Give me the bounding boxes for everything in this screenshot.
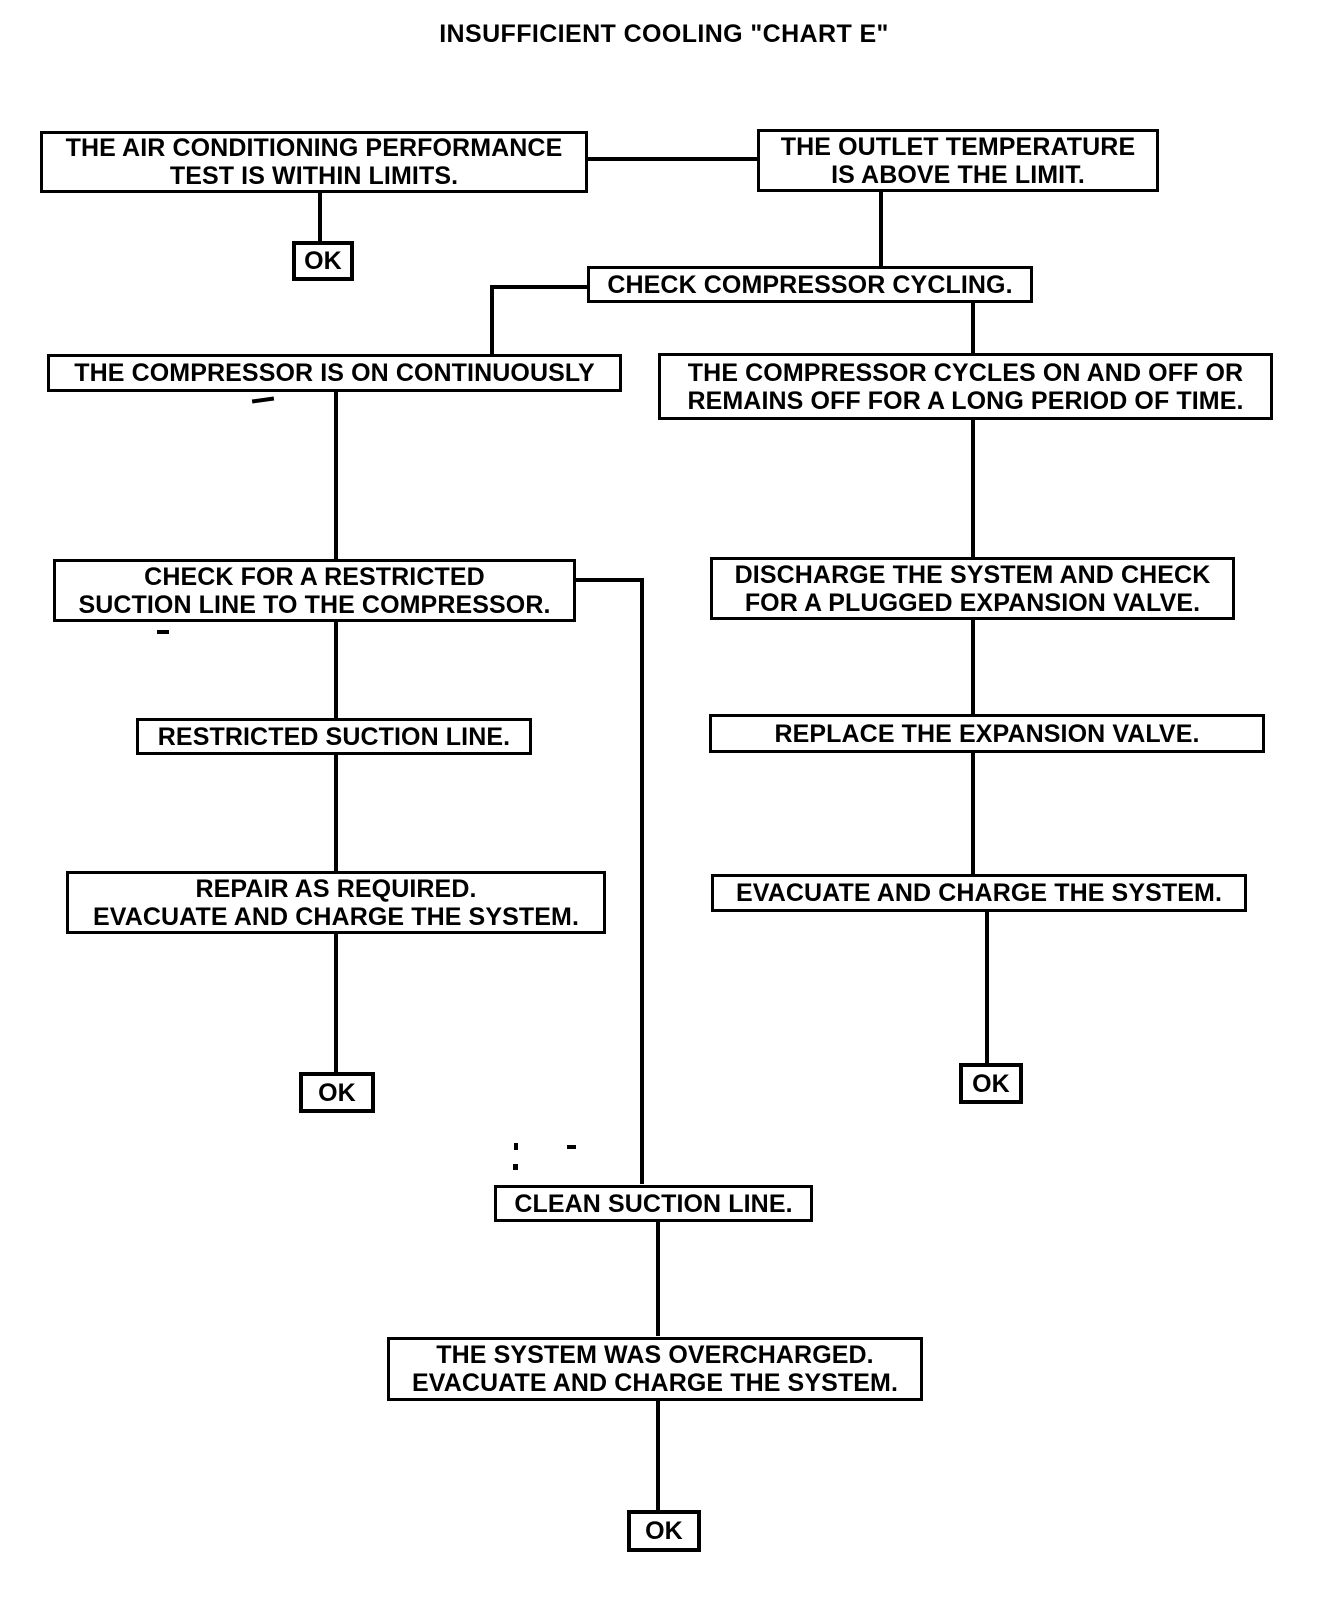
- edge-restricted-line-to-repair: [334, 752, 338, 872]
- node-check-compressor-cycling[interactable]: CHECK COMPRESSOR CYCLING.: [587, 266, 1033, 303]
- page-title: INSUFFICIENT COOLING "CHART E": [439, 20, 889, 48]
- node-ok-1[interactable]: OK: [292, 241, 354, 281]
- node-ok-4[interactable]: OK: [627, 1510, 701, 1552]
- node-label: REPLACE THE EXPANSION VALVE.: [774, 719, 1200, 748]
- node-label: THE SYSTEM WAS OVERCHARGED. EVACUATE AND…: [412, 1341, 898, 1397]
- edge-clean-suction-to-overcharged: [656, 1216, 660, 1336]
- edge-check-cycling-left-vertical: [490, 285, 494, 357]
- node-label: OK: [304, 247, 342, 275]
- node-label: OK: [645, 1517, 683, 1545]
- node-ok-2[interactable]: OK: [299, 1072, 375, 1113]
- node-evacuate-and-charge-system[interactable]: EVACUATE AND CHARGE THE SYSTEM.: [711, 874, 1247, 912]
- edge-outlet-to-check-cycling: [879, 192, 883, 267]
- node-compressor-on-continuously[interactable]: THE COMPRESSOR IS ON CONTINUOUSLY: [47, 354, 622, 392]
- edge-check-suction-right-horizontal: [576, 578, 644, 582]
- node-label: EVACUATE AND CHARGE THE SYSTEM.: [736, 879, 1222, 907]
- edge-performance-to-ok: [318, 192, 322, 242]
- node-label: THE OUTLET TEMPERATURE IS ABOVE THE LIMI…: [780, 132, 1136, 189]
- edge-check-cycling-left-horizontal: [490, 285, 590, 289]
- node-repair-as-required[interactable]: REPAIR AS REQUIRED. EVACUATE AND CHARGE …: [66, 871, 606, 934]
- node-restricted-suction-line[interactable]: RESTRICTED SUCTION LINE.: [136, 718, 532, 755]
- node-clean-suction-line[interactable]: CLEAN SUCTION LINE.: [494, 1185, 813, 1222]
- edge-check-cycling-to-compressor-cycles: [971, 300, 975, 355]
- node-check-restricted-suction-line[interactable]: CHECK FOR A RESTRICTED SUCTION LINE TO T…: [53, 559, 576, 622]
- node-label: RESTRICTED SUCTION LINE.: [157, 722, 511, 751]
- node-label: CHECK COMPRESSOR CYCLING.: [607, 270, 1013, 299]
- node-compressor-cycles-on-off[interactable]: THE COMPRESSOR CYCLES ON AND OFF OR REMA…: [658, 353, 1273, 420]
- node-label: DISCHARGE THE SYSTEM AND CHECK FOR A PLU…: [734, 560, 1211, 617]
- edge-replace-valve-to-evacuate: [971, 752, 975, 874]
- node-replace-expansion-valve[interactable]: REPLACE THE EXPANSION VALVE.: [709, 714, 1265, 753]
- scan-artifact: [513, 1164, 518, 1170]
- node-label: THE AIR CONDITIONING PERFORMANCE TEST IS…: [65, 134, 563, 190]
- edge-repair-to-ok: [334, 932, 338, 1072]
- node-system-was-overcharged[interactable]: THE SYSTEM WAS OVERCHARGED. EVACUATE AND…: [387, 1337, 923, 1401]
- edge-check-suction-to-restricted-line: [334, 620, 338, 720]
- node-outlet-temperature-above-limit[interactable]: THE OUTLET TEMPERATURE IS ABOVE THE LIMI…: [757, 129, 1159, 192]
- node-label: CHECK FOR A RESTRICTED SUCTION LINE TO T…: [78, 562, 551, 619]
- edge-discharge-to-replace-valve: [971, 618, 975, 716]
- scan-artifact: [157, 630, 169, 634]
- edge-evacuate-to-ok: [985, 908, 989, 1063]
- edge-outlet-to-performance: [588, 157, 758, 161]
- node-ok-3[interactable]: OK: [959, 1063, 1023, 1104]
- node-label: REPAIR AS REQUIRED. EVACUATE AND CHARGE …: [93, 874, 579, 931]
- node-label: CLEAN SUCTION LINE.: [514, 1189, 793, 1218]
- scan-artifact: [514, 1143, 518, 1150]
- node-label: THE COMPRESSOR IS ON CONTINUOUSLY: [74, 359, 595, 387]
- node-label: OK: [972, 1069, 1010, 1098]
- scan-artifact: [251, 396, 275, 404]
- scan-artifact: [567, 1145, 576, 1149]
- edge-overcharged-to-ok: [656, 1400, 660, 1512]
- node-ac-performance-within-limits[interactable]: THE AIR CONDITIONING PERFORMANCE TEST IS…: [40, 131, 588, 193]
- edge-compressor-cycles-to-discharge: [971, 418, 975, 562]
- node-discharge-system-check-valve[interactable]: DISCHARGE THE SYSTEM AND CHECK FOR A PLU…: [710, 557, 1235, 620]
- node-label: THE COMPRESSOR CYCLES ON AND OFF OR REMA…: [687, 358, 1244, 415]
- edge-check-suction-right-vertical: [640, 578, 644, 1184]
- edge-compressor-continuous-to-check-suction: [334, 390, 338, 566]
- node-label: OK: [318, 1078, 356, 1107]
